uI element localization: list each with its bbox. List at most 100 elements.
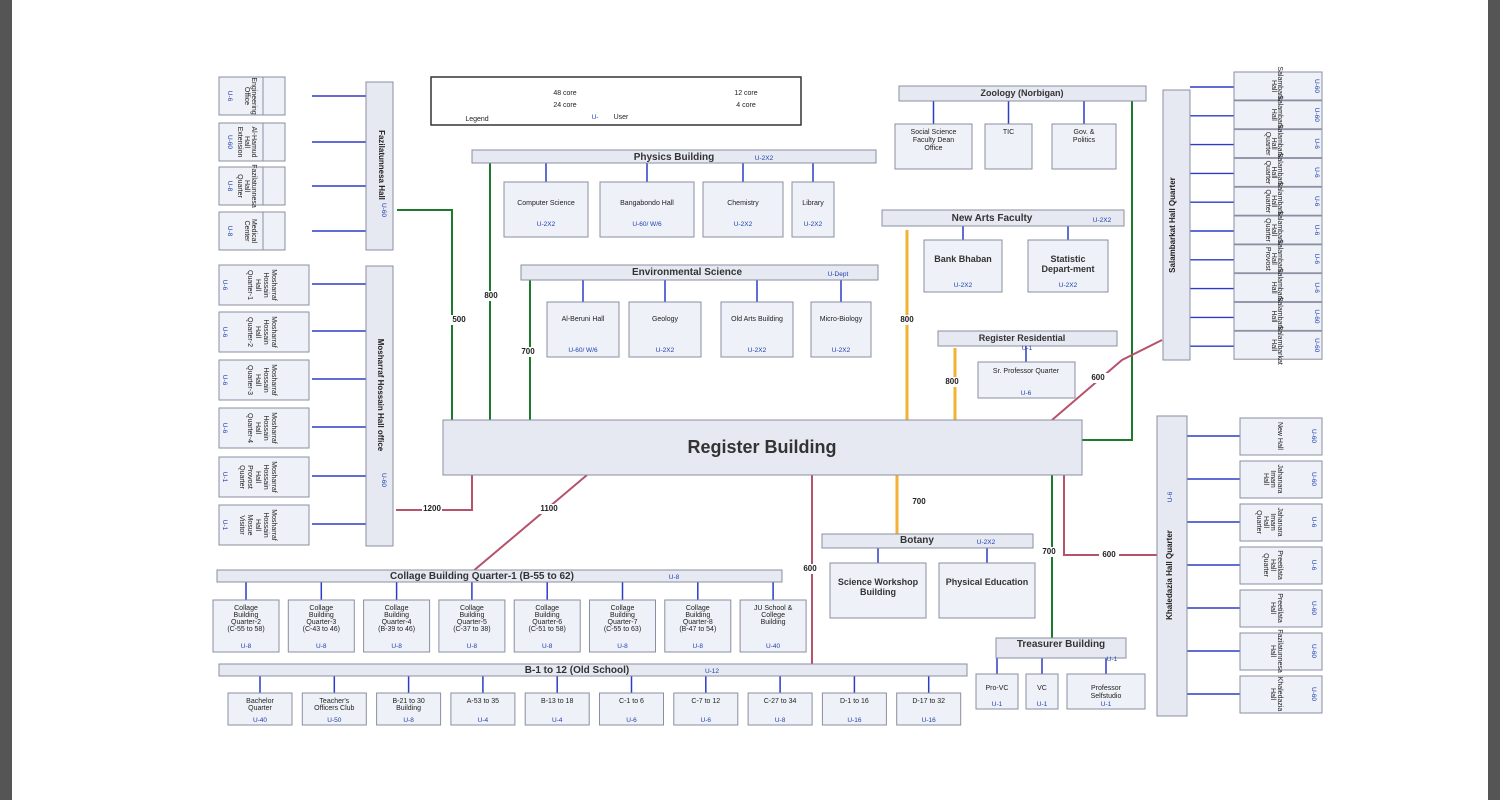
physics-node-label: Chemistry	[727, 200, 759, 207]
college-node	[287, 599, 355, 653]
salam-node-user: U-60	[1313, 108, 1320, 122]
env-user: U-Dept	[828, 271, 849, 278]
college-node	[363, 599, 431, 653]
zoology-node	[1051, 123, 1117, 170]
link-label: 800	[484, 291, 498, 300]
salam-node-user: U-60	[1313, 79, 1320, 93]
left-mid-node-label: MosharrafHossainHallMosueVisitor	[238, 509, 277, 541]
khaleda-node	[1239, 417, 1323, 456]
salam-node-label: SalambarkatHall	[1270, 268, 1283, 307]
line-1200	[396, 475, 473, 511]
env-node	[628, 301, 702, 358]
link-label: 600	[1102, 550, 1116, 559]
zoology-node	[984, 123, 1033, 170]
mosharraf-hall-bar	[365, 265, 394, 547]
link-label: 700	[1042, 547, 1056, 556]
env-node-label: Geology	[652, 316, 679, 323]
new-arts-bar	[881, 209, 1125, 227]
old-school-node	[896, 692, 962, 726]
college-name: Collage Building Quarter-1 (B-55 to 62)	[390, 571, 574, 582]
left-top-node-user: U-8	[226, 181, 233, 192]
left-mid-node-user: U-1	[221, 520, 228, 531]
treasurer-node	[1066, 673, 1146, 710]
treasurer-user: U-1	[1107, 656, 1118, 663]
salam-node	[1233, 330, 1323, 360]
left-mid-node-user: U-1	[221, 472, 228, 483]
left-top-node-label: Al-HamudHallExtension	[236, 126, 257, 157]
treasurer-node	[1025, 673, 1059, 710]
mosharraf-hall-user: U-60	[380, 473, 387, 487]
salam-node-label: SalambarkatHall	[1270, 66, 1283, 105]
old-school-node-user: U-6	[626, 717, 637, 724]
left-top-node-tag	[262, 211, 286, 251]
physics-node-user: U-2X2	[537, 221, 556, 228]
line-500	[397, 209, 453, 420]
new-arts-name: New Arts Faculty	[952, 213, 1033, 224]
reg-res-node-label: Sr. Professor Quarter	[993, 368, 1060, 375]
botany-node-label: Physical Education	[946, 577, 1029, 587]
botany-bar	[821, 533, 1034, 549]
zoology-node-label: Gov. &Politics	[1073, 129, 1096, 144]
salam-node-user: U-60	[1313, 309, 1320, 323]
treasurer-name: Treasurer Building	[1017, 639, 1105, 650]
old-school-node-user: U-4	[478, 717, 489, 724]
line-khaleda-600	[1063, 475, 1157, 556]
college-node	[664, 599, 732, 653]
link-label-bg	[518, 347, 538, 357]
left-top-node-label: FazilatunnesaHallQuarter	[236, 164, 257, 208]
link-label-bg	[539, 504, 559, 514]
left-top-node-label: MedicalCenter	[243, 219, 257, 244]
left-mid-node-label: MosharrafHossainHallQuarter-2	[246, 316, 277, 348]
physics-node-user: U-2X2	[734, 221, 753, 228]
zoology-name: Zoology (Norbigan)	[981, 88, 1064, 98]
college-node-user: U-8	[467, 643, 478, 650]
college-node	[212, 599, 280, 653]
salam-node	[1233, 244, 1323, 274]
env-node-user: U-60/ W/6	[568, 347, 598, 354]
left-top-node-label: EngineeringOffice	[243, 77, 257, 114]
left-mid-node-user: U-6	[221, 423, 228, 434]
old-school-node	[599, 692, 664, 726]
link-label-bg	[481, 291, 501, 301]
env-node-user: U-2X2	[748, 347, 767, 354]
old-school-node	[747, 692, 813, 726]
old-school-node-user: U-8	[775, 717, 786, 724]
khaleda-node-label: JahanaraImamHallQuarter	[1255, 507, 1283, 536]
physics-node-label: Computer Science	[517, 200, 575, 207]
khaleda-node	[1239, 589, 1323, 628]
salam-node	[1233, 186, 1323, 216]
college-node	[438, 599, 506, 653]
botany-user: U-2X2	[977, 539, 996, 546]
salam-node	[1233, 273, 1323, 303]
khaleda-node	[1239, 503, 1323, 542]
salam-node	[1233, 129, 1323, 159]
link-label: 600	[803, 564, 817, 573]
left-mid-node-label: MosharrafHossainHallQuarter-4	[246, 412, 277, 444]
old-school-node-user: U-8	[403, 717, 414, 724]
physics-node-user: U-60/ W/6	[632, 221, 662, 228]
college-user: U-8	[669, 574, 680, 581]
college-node-user: U-8	[391, 643, 402, 650]
new-arts-node	[923, 239, 1003, 293]
salam-node	[1233, 157, 1323, 187]
link-label-bg	[1039, 547, 1059, 557]
old-school-node-label: B-13 to 18	[541, 698, 573, 705]
college-node-user: U-8	[542, 643, 553, 650]
env-node-user: U-2X2	[656, 347, 675, 354]
khaleda-node-label: PreetilataHallQuarter	[1262, 550, 1283, 580]
college-node-user: U-40	[766, 643, 780, 650]
new-arts-node	[1027, 239, 1109, 293]
khaleda-node-user: U-60	[1310, 472, 1317, 486]
left-mid-node	[218, 407, 310, 449]
salam-node-user: U-6	[1313, 254, 1320, 265]
link-label-bg	[909, 497, 929, 507]
old-school-name: B-1 to 12 (Old School)	[525, 665, 629, 676]
old-school-node-label: C-1 to 6	[619, 698, 644, 705]
physics-name: Physics Building	[634, 152, 715, 163]
